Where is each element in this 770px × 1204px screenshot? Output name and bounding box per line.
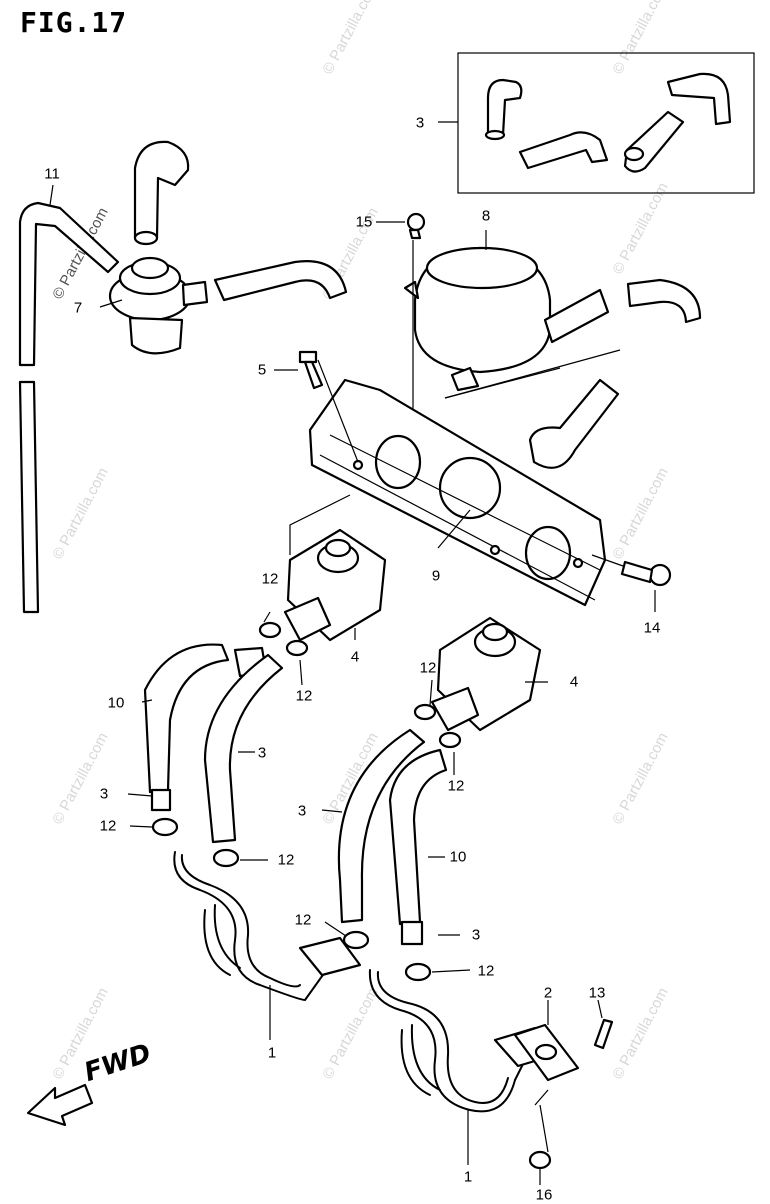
callout-4: 4 [350, 648, 360, 666]
callout-3: 3 [257, 744, 267, 762]
callout-12: 12 [295, 687, 313, 705]
callout-7: 7 [73, 299, 83, 317]
hose-kit-box [457, 52, 755, 194]
callout-5: 5 [257, 361, 267, 379]
callout-1: 1 [267, 1044, 277, 1062]
callout-12: 12 [277, 851, 295, 869]
reed-valve-right [430, 616, 542, 732]
bolt-14 [591, 554, 672, 587]
gasket [513, 1000, 580, 1082]
reed-valve-left [283, 528, 387, 642]
callout-1: 1 [463, 1168, 473, 1186]
hose-pair-right [337, 728, 448, 946]
callout-12: 12 [261, 570, 279, 588]
pipe-left [173, 851, 362, 1040]
callout-3: 3 [297, 802, 307, 820]
callout-2: 2 [543, 984, 553, 1002]
callout-6: 3 [415, 114, 425, 132]
bolt-5 [298, 350, 324, 390]
callout-12: 12 [294, 911, 312, 929]
callout-3: 3 [471, 926, 481, 944]
callout-12: 12 [419, 659, 437, 677]
leader-lines [49, 121, 656, 1106]
callout-12: 12 [447, 777, 465, 795]
nut [528, 1104, 552, 1185]
callout-14: 14 [643, 619, 661, 637]
figure-title: FIG.17 [20, 6, 128, 39]
pipe-right [368, 969, 557, 1165]
air-cleaner [403, 212, 702, 469]
callout-4: 4 [569, 673, 579, 691]
valve-assembly [108, 140, 348, 355]
callout-3: 3 [99, 785, 109, 803]
callout-10: 10 [107, 694, 125, 712]
callout-9: 9 [431, 567, 441, 585]
forward-arrow [26, 1083, 94, 1127]
callout-11: 11 [44, 165, 60, 183]
callout-12: 12 [99, 817, 117, 835]
callout-13: 13 [588, 984, 606, 1002]
bracket-plate [289, 359, 607, 607]
callout-8: 8 [481, 207, 491, 225]
long-hose [18, 201, 120, 614]
callout-16: 16 [535, 1186, 553, 1204]
hose-pair-left [143, 643, 284, 844]
callout-10: 10 [449, 848, 467, 866]
stud [593, 999, 614, 1050]
clamps [151, 621, 462, 982]
callout-12: 12 [477, 962, 495, 980]
callout-15: 15 [355, 213, 373, 231]
